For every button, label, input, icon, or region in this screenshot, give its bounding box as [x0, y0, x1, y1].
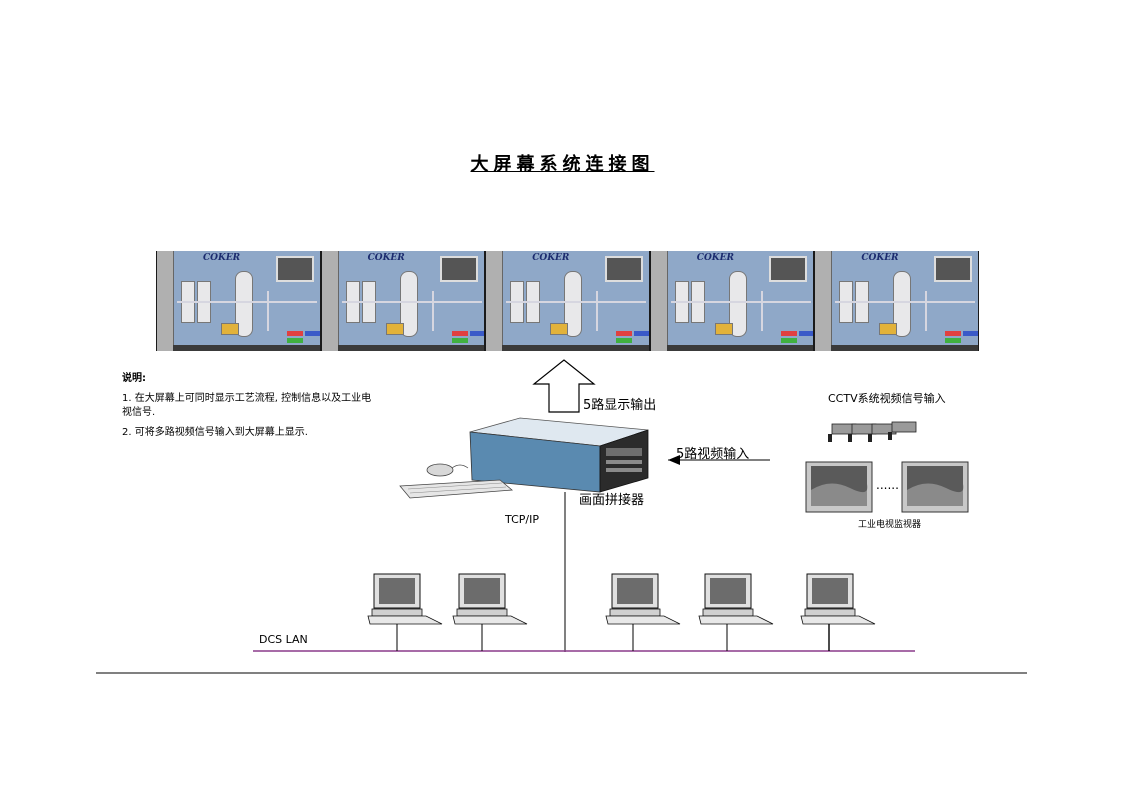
mouse-icon [426, 463, 469, 477]
camera-view [440, 256, 479, 282]
monitors-ellipsis: ...... [876, 478, 899, 492]
cctv-cameras-icon [828, 421, 917, 442]
workstation-icon [605, 573, 681, 651]
workstation-icon [800, 573, 876, 651]
video-input-arrow [668, 455, 770, 465]
camera-view [275, 256, 314, 282]
wall-screen: COKER [321, 251, 485, 351]
wall-screen: COKER [486, 251, 649, 351]
screen-panel-label: COKER [696, 253, 734, 263]
display-output-label: 5路显示输出 [583, 398, 657, 413]
splicer-server-icon [469, 417, 649, 493]
wall-screen: COKER [815, 251, 978, 351]
screen-panel-label: COKER [861, 253, 899, 263]
workstation-icon [698, 573, 774, 651]
cctv-monitor-icon [805, 461, 873, 513]
keyboard-icon [399, 479, 514, 499]
note-item-1: 1. 在大屏幕上可同时显示工艺流程, 控制信息以及工业电视信号. [122, 393, 372, 418]
wall-screen: COKER [157, 251, 320, 351]
display-output-arrow [532, 359, 596, 413]
camera-view [769, 256, 808, 282]
screen-panel-label: COKER [532, 253, 570, 263]
camera-view [933, 256, 972, 282]
camera-view [604, 256, 643, 282]
tcpip-label: TCP/IP [505, 513, 539, 526]
video-input-label: 5路视频输入 [676, 447, 750, 462]
notes-heading: 说明: [122, 373, 146, 384]
cctv-monitor-icon [901, 461, 969, 513]
dcs-lan-label: DCS LAN [259, 633, 308, 646]
cctv-input-label: CCTV系统视频信号输入 [828, 392, 946, 405]
video-wall: COKER COKER COKER [156, 251, 979, 351]
workstation-icon [367, 573, 443, 651]
notes-block: 说明: 1. 在大屏幕上可同时显示工艺流程, 控制信息以及工业电视信号. 2. … [122, 372, 372, 446]
monitors-label: 工业电视监视器 [858, 520, 922, 530]
screen-panel-label: COKER [203, 253, 241, 263]
screen-panel-label: COKER [367, 253, 405, 263]
wall-screen: COKER [650, 251, 814, 351]
note-item-2: 2. 可将多路视频信号输入到大屏幕上显示. [122, 427, 308, 438]
page-title: 大屏幕系统连接图 [470, 154, 655, 175]
workstation-icon [452, 573, 528, 651]
splicer-label: 画面拼接器 [579, 493, 645, 508]
